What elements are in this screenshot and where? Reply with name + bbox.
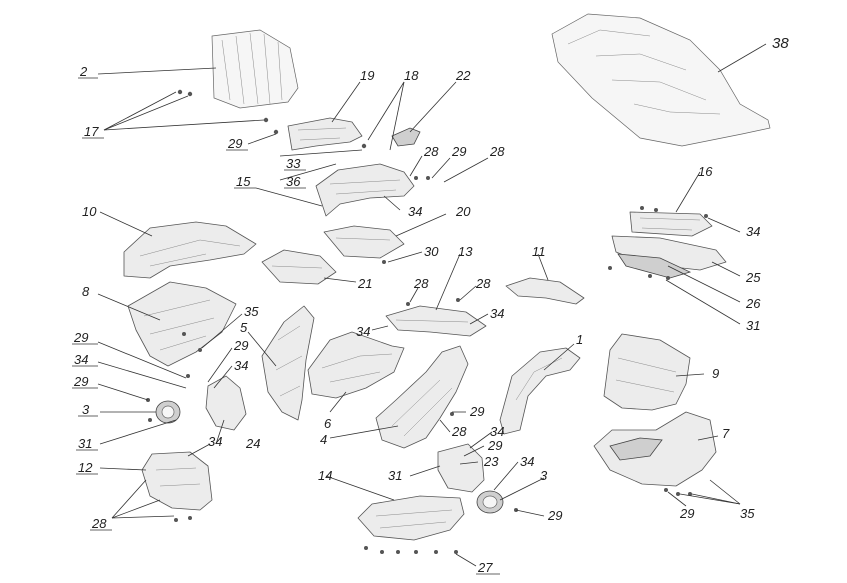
callout-24: 24 xyxy=(245,436,260,451)
callout-13: 13 xyxy=(458,244,473,259)
callout-9: 9 xyxy=(712,366,719,381)
part-mudguard xyxy=(499,347,581,435)
part-side-panel-right xyxy=(375,345,469,449)
callout-28d: 28 xyxy=(475,276,491,291)
callout-12: 12 xyxy=(78,460,93,475)
callout-16: 16 xyxy=(698,164,713,179)
callout-38: 38 xyxy=(772,35,789,52)
part-seat xyxy=(551,13,771,147)
part-left-inner-panel xyxy=(127,281,237,367)
callout-29b: 29 xyxy=(451,144,466,159)
fasteners xyxy=(146,89,708,554)
part-bracket xyxy=(287,117,363,151)
callout-21: 21 xyxy=(357,276,372,291)
callout-5: 5 xyxy=(240,320,248,335)
callout-29f: 29 xyxy=(469,404,484,419)
callout-34a: 34 xyxy=(408,204,422,219)
part-headlight-panel-lower xyxy=(261,249,337,285)
callout-28c: 28 xyxy=(413,276,429,291)
callout-28e: 28 xyxy=(451,424,467,439)
part-belly-pan xyxy=(357,495,465,541)
callout-15: 15 xyxy=(236,174,251,189)
part-side-panel-left xyxy=(261,305,315,421)
callout-30: 30 xyxy=(424,244,439,259)
callout-34b: 34 xyxy=(746,224,760,239)
callout-35b: 35 xyxy=(740,506,755,521)
callout-28f: 28 xyxy=(91,516,107,531)
part-windscreen xyxy=(211,29,299,109)
callout-36: 36 xyxy=(286,174,301,189)
callout-31b: 31 xyxy=(78,436,92,451)
callout-10: 10 xyxy=(82,204,97,219)
callout-4: 4 xyxy=(320,432,327,447)
callout-3a: 3 xyxy=(82,402,90,417)
callout-22: 22 xyxy=(455,68,471,83)
part-side-trim xyxy=(385,305,487,337)
callout-29d: 29 xyxy=(233,338,248,353)
part-dash-frame xyxy=(315,163,415,217)
callout-18: 18 xyxy=(404,68,419,83)
callout-17: 17 xyxy=(84,124,99,139)
callout-28a: 28 xyxy=(423,144,439,159)
callout-34d: 34 xyxy=(490,306,504,321)
callout-25: 25 xyxy=(745,270,761,285)
callout-2: 2 xyxy=(79,64,88,79)
callout-34f: 34 xyxy=(234,358,248,373)
callout-29h: 29 xyxy=(547,508,562,523)
callout-34i: 34 xyxy=(520,454,534,469)
callout-11: 11 xyxy=(532,244,546,259)
callout-29i: 29 xyxy=(679,506,694,521)
part-cover-plate-left xyxy=(155,375,247,431)
callout-34c: 34 xyxy=(356,324,370,339)
part-trim xyxy=(505,277,585,305)
callout-8: 8 xyxy=(82,284,90,299)
callout-1: 1 xyxy=(576,332,583,347)
part-headlight-panel-upper xyxy=(323,225,405,259)
part-rear-bracket-lower xyxy=(611,235,727,279)
callout-6: 6 xyxy=(324,416,332,431)
callout-31c: 31 xyxy=(388,468,402,483)
callout-34h: 34 xyxy=(208,434,222,449)
callout-7: 7 xyxy=(722,426,730,441)
callout-31a: 31 xyxy=(746,318,760,333)
part-upper-fairing xyxy=(123,221,257,279)
callout-23: 23 xyxy=(483,454,499,469)
callout-34g: 34 xyxy=(490,424,504,439)
callout-34e: 34 xyxy=(74,352,88,367)
callout-33: 33 xyxy=(286,156,301,171)
callout-29c: 29 xyxy=(73,330,88,345)
leader-lines xyxy=(97,43,767,567)
part-lower-rear-panel xyxy=(593,411,717,487)
callout-29g: 29 xyxy=(487,438,502,453)
part-rear-bracket-upper xyxy=(629,211,713,237)
callout-29a: 29 xyxy=(227,136,242,151)
part-small-cover xyxy=(391,127,421,147)
part-rear-panel xyxy=(603,333,691,411)
callout-3b: 3 xyxy=(540,468,548,483)
callout-26: 26 xyxy=(745,296,761,311)
callout-19: 19 xyxy=(360,68,374,83)
callout-14: 14 xyxy=(318,468,332,483)
part-nose-cowl xyxy=(307,331,405,399)
part-lower-left-panel xyxy=(141,451,213,511)
callout-labels: 2 17 19 18 22 29 33 36 28 29 28 15 34 20… xyxy=(73,35,789,575)
callout-28b: 28 xyxy=(489,144,505,159)
callout-35a: 35 xyxy=(244,304,259,319)
callout-underlines xyxy=(72,77,500,575)
callout-29e: 29 xyxy=(73,374,88,389)
callout-20: 20 xyxy=(455,204,471,219)
callout-27: 27 xyxy=(477,560,493,575)
part-cover-plate-right xyxy=(437,443,504,514)
